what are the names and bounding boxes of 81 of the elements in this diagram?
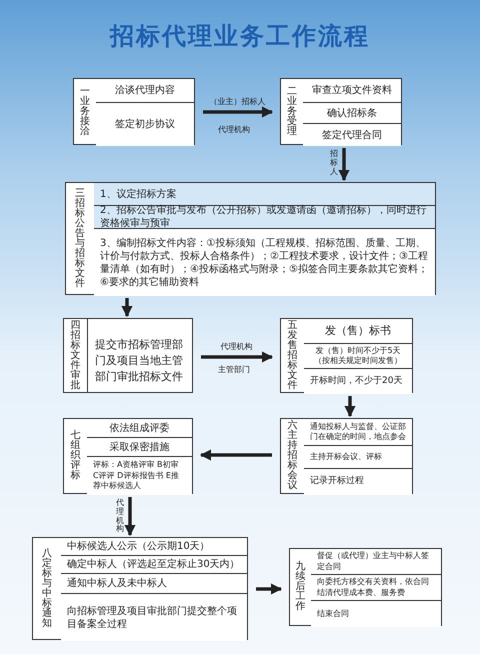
step-text: 记录开标过程: [310, 476, 364, 488]
stage-label: 八定标与中标通知: [42, 548, 52, 628]
arrow: [124, 497, 136, 536]
step-row: [304, 469, 412, 495]
step-row: [61, 556, 247, 574]
step-row: [311, 549, 441, 575]
stage-label: 二业务受理: [287, 86, 297, 136]
step-row: [303, 79, 401, 103]
step-text: 评标：A资格评审 B初审 C评评 D评标报告书 E推荐中标候选人: [93, 460, 180, 492]
arrow: [201, 351, 274, 363]
step-text: 向委托方移交有关资料，依合同结清代理成本费、服务费: [317, 577, 430, 598]
arrow-caption: 代理机构: [218, 124, 250, 135]
step-row: [304, 419, 412, 446]
stage-label: 四招标文件审批: [70, 320, 80, 390]
step-row: [96, 79, 194, 103]
stage-box: [65, 182, 436, 295]
step-text: 签定初步协议: [115, 118, 175, 131]
step-row: [311, 575, 441, 601]
step-row: [87, 438, 192, 457]
step-row: [304, 319, 412, 344]
step-text: 通知中标人及未中标人: [67, 577, 167, 590]
step-text: 依法组成评委: [110, 422, 170, 434]
step-text: 审查立项文件资料: [312, 84, 392, 97]
step-row: [87, 457, 192, 495]
step-row: [304, 369, 412, 394]
step-row: [61, 594, 247, 641]
stage-label: 七组织评标: [70, 431, 80, 481]
stage-box: [63, 318, 193, 393]
arrow: [338, 148, 350, 182]
stage-label: 三招标公告与招标文件: [75, 188, 85, 288]
stage-box: [73, 78, 195, 145]
arrow: [121, 298, 133, 318]
step-text: 1、议定招标方案: [100, 188, 176, 200]
stage-label: 一业务接洽: [80, 86, 90, 136]
step-row: [87, 419, 192, 438]
step-text: 确定中标人（评选起至定标止30天内）: [67, 558, 240, 571]
edge-label: 代理机构: [116, 499, 124, 534]
edge-label: 代理机构: [220, 341, 252, 352]
step-row: [311, 601, 441, 627]
step-row: [61, 574, 247, 594]
arrow: [256, 583, 282, 595]
step-row: [304, 446, 412, 469]
step-text: 督促（或代理）业主与中标人签定合同: [317, 551, 430, 572]
step-text: 结束合同: [317, 608, 349, 620]
arrow: [200, 449, 272, 461]
step-row: [304, 344, 412, 369]
step-text: 向招标管理及项目审批部门提交整个项目备案全过程: [67, 604, 238, 630]
step-text: 确认招标条: [327, 106, 377, 120]
edge-label: （业主）招标人: [210, 96, 266, 107]
step-text: 发（售）标书: [325, 324, 391, 338]
step-text: 2、招标公告审批与发布（公开招标）或发邀请函（邀请招标），同时进行资格候审与预审: [100, 204, 428, 230]
stage-box: [280, 318, 413, 393]
step-row: [96, 103, 194, 146]
step-text: 中标候选人公示（公示期10天）: [67, 540, 210, 553]
step-row: [61, 538, 247, 556]
stage-box: [280, 418, 413, 494]
step-text: 主持开标会议、评标: [310, 452, 382, 462]
stage-box: [289, 548, 442, 626]
arrow-caption: 主管部门: [218, 364, 250, 375]
stage-box: [280, 78, 402, 145]
stage-label: 六主持招标会议: [288, 421, 298, 491]
step-text: 发（售）时间不少于5天（按相关规定时间发售）: [313, 346, 403, 366]
title: 招标代理业务工作流程: [108, 21, 371, 52]
step-row: [303, 124, 401, 146]
stage-box: [32, 537, 248, 640]
step-text: 采取保密措施: [110, 440, 170, 454]
step-text: 洽谈代理内容: [115, 84, 175, 97]
stage-label: 九续后工作: [296, 562, 306, 612]
step-row: [94, 183, 435, 206]
stage-description: 提交市招标管理部门及项目当地主管部门审批招标文件: [95, 337, 184, 385]
edge-label: 招标人: [330, 150, 338, 176]
stage-label: 五发售招标文件: [288, 320, 298, 390]
arrow: [203, 106, 274, 118]
step-text: 3、编制招标文件内容：①投标须知（工程规模、招标范围、质量、工期、计价与付款方式、投标人合格条件）；②工程技术要求，设计文件；③工程量清单（如有时）；④投标函格式与附录；⑤拟签合同主要条款其它资料；⑥要求的其它辅助资料: [100, 236, 429, 288]
step-text: 开标时间，不少于20天: [310, 376, 402, 388]
step-row: [94, 229, 435, 296]
step-text: 通知投标人与监督、公证部门在确定的时间，地点参会: [310, 422, 406, 442]
step-text: 签定代理合同: [322, 128, 382, 142]
step-row: [303, 103, 401, 124]
stage-box: [63, 418, 193, 494]
arrow: [344, 396, 356, 418]
